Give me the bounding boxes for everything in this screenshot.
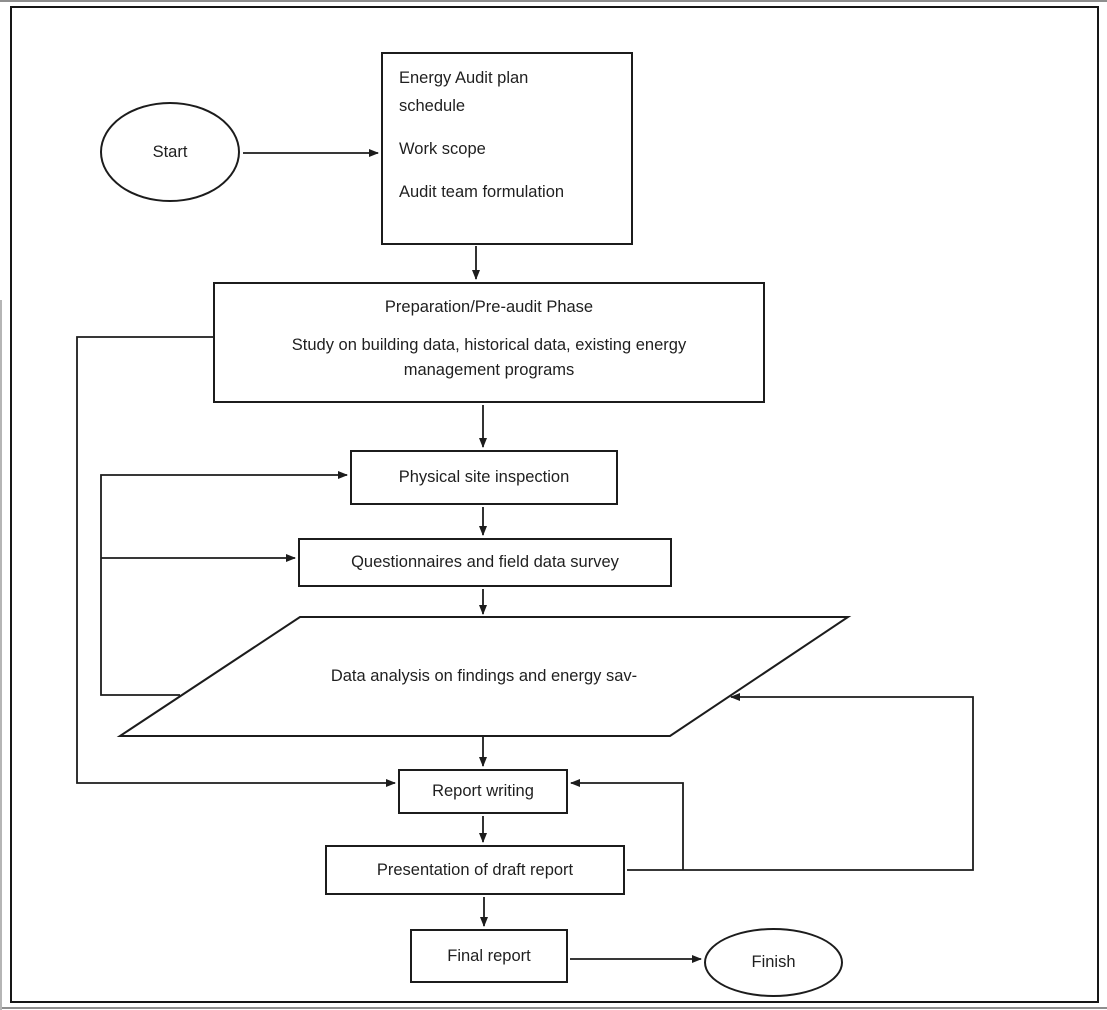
node-audit-plan-line2: schedule (399, 97, 466, 115)
node-presentation: Presentation of draft report (325, 845, 625, 895)
node-report: Report writing (398, 769, 568, 814)
scan-edge-left (0, 300, 2, 1010)
node-inspection: Physical site inspection (350, 450, 618, 505)
node-finish-label: Finish (751, 953, 796, 972)
node-preparation-body: Study on building data, historical data,… (291, 336, 687, 379)
scan-edge-top (0, 0, 1107, 2)
node-questionnaires-label: Questionnaires and field data survey (351, 553, 619, 572)
edge-presentation-feedback-to-report (570, 779, 684, 870)
page-border (10, 6, 1099, 1003)
node-analysis-label: Data analysis on findings and energy sav… (330, 667, 638, 686)
edge-presentation-feedback-to-analysis (627, 693, 974, 871)
node-final-report-label: Final report (447, 946, 531, 965)
node-audit-plan-line1: Energy Audit plan (399, 69, 529, 87)
edge-analysis-feedback-to-inspection (100, 471, 348, 696)
node-start: Start (100, 102, 240, 202)
node-report-label: Report writing (432, 782, 534, 801)
node-audit-plan-line4: Audit team formulation (399, 183, 565, 201)
node-analysis: Data analysis on findings and energy sav… (120, 617, 848, 736)
analysis-parallelogram-shape (116, 616, 852, 737)
node-final-report: Final report (410, 929, 568, 983)
node-start-label: Start (152, 142, 188, 161)
node-questionnaires: Questionnaires and field data survey (298, 538, 672, 587)
edge-preparation-feedback-to-report (76, 336, 396, 787)
node-audit-plan: Energy Audit plan schedule Work scope Au… (381, 52, 633, 245)
scan-edge-bottom (0, 1007, 1107, 1009)
node-preparation: Preparation/Pre-audit Phase Study on bui… (213, 282, 765, 403)
node-presentation-label: Presentation of draft report (376, 860, 574, 879)
node-preparation-title: Preparation/Pre-audit Phase (384, 298, 594, 316)
node-finish: Finish (704, 928, 843, 997)
node-inspection-label: Physical site inspection (398, 468, 570, 487)
node-audit-plan-line3: Work scope (399, 140, 486, 158)
